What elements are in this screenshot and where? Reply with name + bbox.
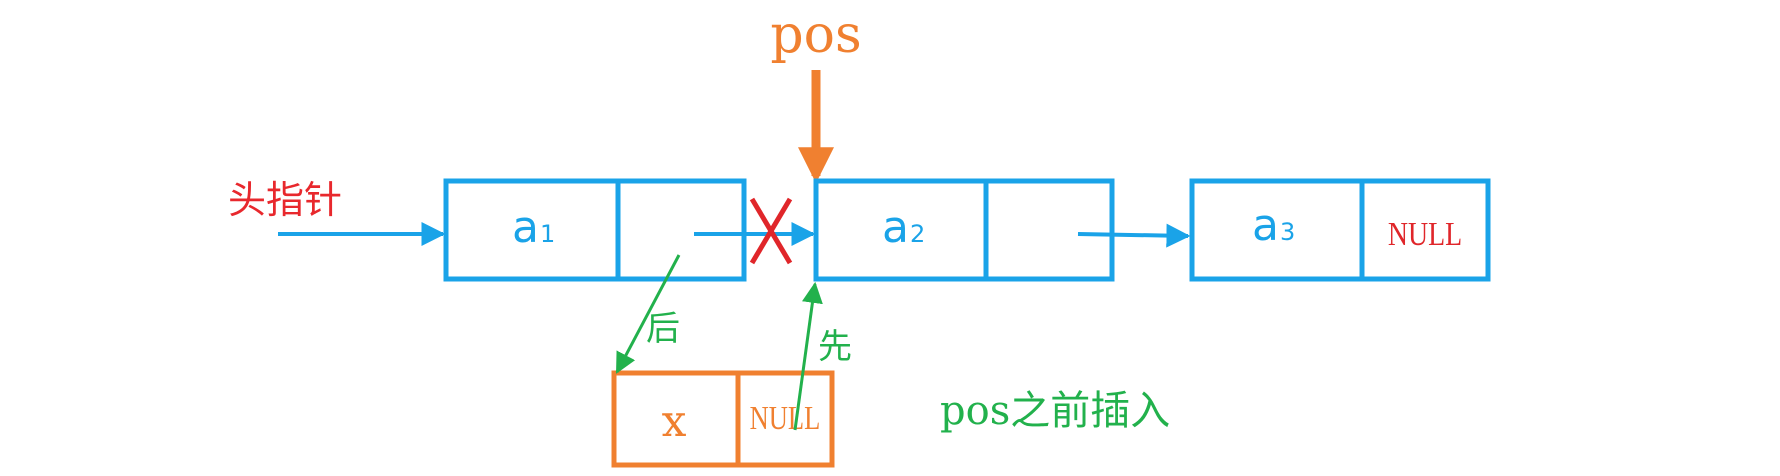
step-after-label: 后	[646, 309, 680, 349]
node-box	[611, 370, 835, 468]
step-after-arrow	[615, 254, 681, 374]
node-box	[813, 178, 1115, 282]
caption: pos之前插入	[940, 388, 1170, 434]
node-null-label: NULL	[1388, 214, 1462, 252]
step-first-label: 先	[818, 327, 852, 367]
pos-label: pos	[770, 5, 861, 65]
node-box	[443, 178, 747, 282]
node-data-label: a2	[882, 202, 925, 253]
node-data-label: a1	[512, 202, 555, 253]
list-node-a2: a2	[813, 178, 1115, 282]
node-data-subscript: 2	[910, 220, 925, 248]
node-data-label: x	[662, 396, 687, 447]
node-data-subscript: 1	[540, 220, 555, 248]
step-first-arrow	[793, 281, 823, 431]
cross-mark	[749, 197, 793, 265]
list-node-a3: a3 NULL	[1189, 178, 1491, 282]
head-pointer-label: 头指针	[228, 178, 342, 222]
next-arrow-a2-a3	[1077, 223, 1191, 248]
new-node-x: x NULL	[611, 370, 835, 468]
list-node-a1: a1	[443, 178, 747, 282]
node-null-label: NULL	[750, 399, 821, 437]
node-data-subscript: 3	[1280, 218, 1295, 246]
node-data-label: a3	[1252, 200, 1295, 251]
node-box	[1189, 178, 1491, 282]
